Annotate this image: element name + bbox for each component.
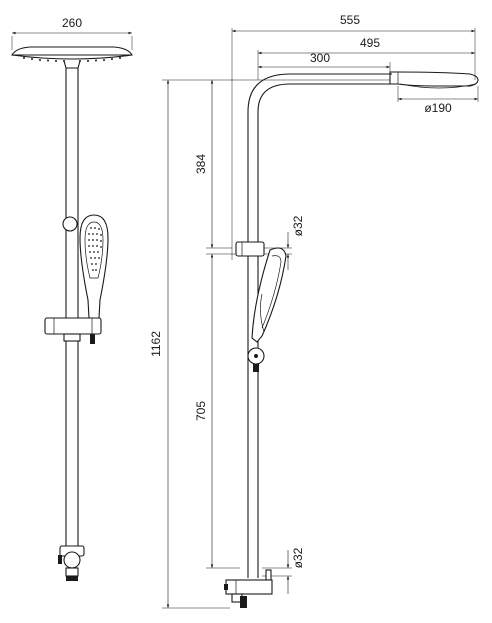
arm-reach-dimension: 300 — [258, 51, 391, 75]
slider-bracket-side — [235, 241, 265, 257]
shower-arm-side — [247, 73, 392, 232]
projection-555-label: 555 — [340, 13, 360, 27]
side-view: 555 495 300 ø190 — [149, 13, 479, 609]
riser-diameter-bottom: ø32 — [262, 547, 305, 594]
rain-head-side: ø190 — [389, 71, 479, 115]
riser-diameter-bottom-label: ø32 — [291, 547, 305, 568]
diverter-front — [58, 545, 85, 581]
hand-shower-nozzles — [88, 227, 102, 271]
lower-height-dimension: 705 — [194, 253, 240, 569]
slider-knob-front — [62, 216, 78, 232]
projection-dimension-555: 555 — [231, 13, 476, 260]
lower-height-label: 705 — [194, 401, 208, 421]
rain-head-front — [11, 46, 133, 69]
overall-height-label: 1162 — [149, 331, 163, 357]
head-diameter-label: ø190 — [424, 101, 452, 115]
hand-shower-side — [247, 247, 287, 372]
front-view: 260 — [11, 16, 133, 581]
riser-diameter-top: ø32 — [262, 215, 305, 270]
head-width-label: 260 — [62, 16, 82, 30]
arm-reach-label: 300 — [310, 51, 330, 65]
riser-pipe-front — [65, 68, 79, 550]
upper-height-label: 384 — [194, 154, 208, 174]
overall-height-dimension: 1162 — [149, 79, 390, 609]
upper-height-dimension: 384 — [194, 80, 232, 249]
head-width-dimension: 260 — [11, 16, 133, 50]
slider-bracket-front — [44, 317, 102, 344]
diverter-side — [224, 569, 273, 608]
hand-shower-front — [79, 214, 109, 319]
projection-dimension-495: 495 — [257, 36, 475, 80]
riser-pipe-side — [247, 232, 259, 578]
projection-495-label: 495 — [360, 36, 380, 50]
riser-diameter-top-label: ø32 — [291, 215, 305, 236]
nozzle-row — [23, 57, 121, 62]
